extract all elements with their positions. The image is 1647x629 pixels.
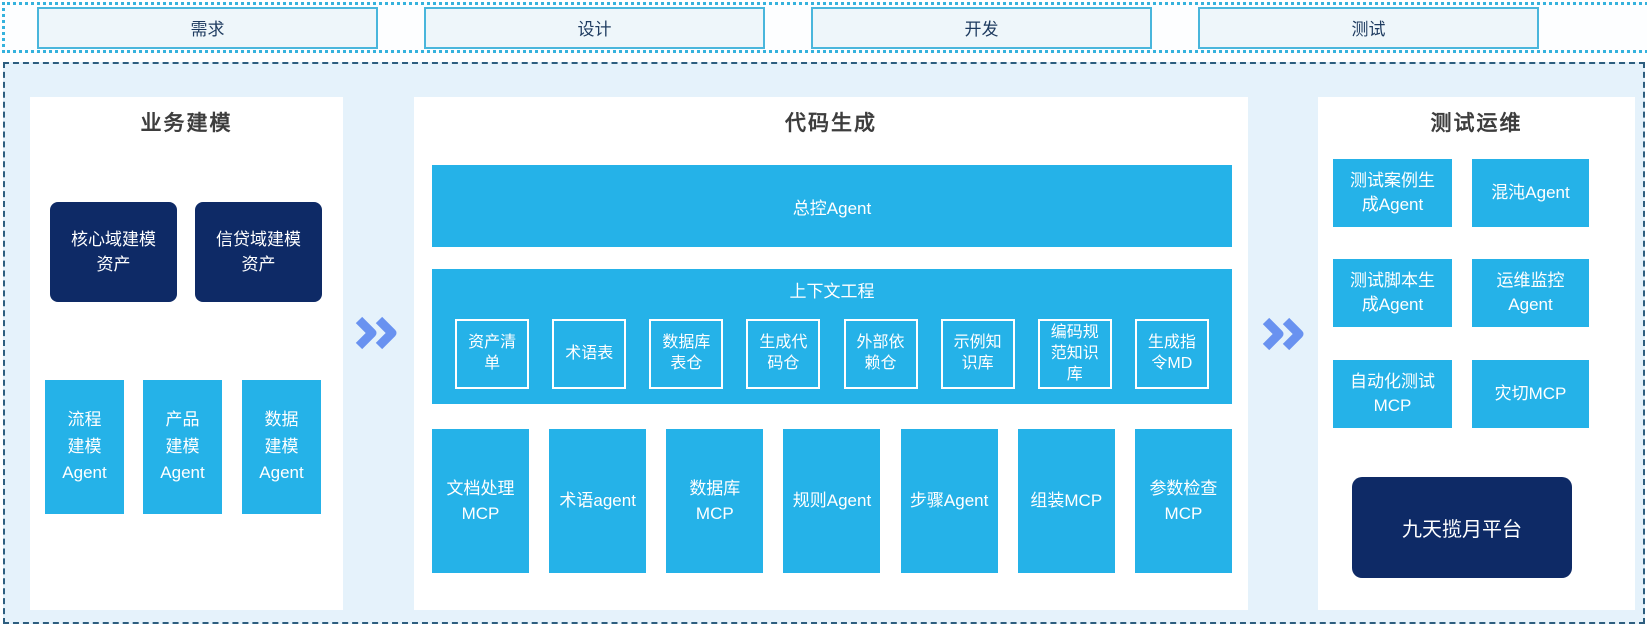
box-disaster-switch-mcp: 灾切MCP (1472, 360, 1589, 428)
box-parameter-check-mcp: 参数检查 MCP (1134, 429, 1232, 573)
box-master-control-agent: 总控Agent (432, 165, 1232, 247)
box-credit-domain-modeling-assets: 信贷域建模 资产 (195, 202, 322, 302)
box-rule-agent: 规则Agent (783, 429, 881, 573)
flow-chevron-icon (355, 316, 397, 350)
phase-box-design: 设计 (424, 6, 765, 49)
box-ops-monitoring-agent: 运维监控 Agent (1472, 259, 1589, 327)
panel-test-ops: 测试运维 测试案例生 成Agent 混沌Agent 测试脚本生 成Agent 运… (1318, 97, 1635, 610)
box-glossary-agent: 术语agent (549, 429, 647, 573)
main-container: 业务建模 核心域建模 资产 信贷域建模 资产 流程 建模 Agent 产品 建模… (3, 62, 1645, 624)
box-context-engineering: 上下文工程 资产清 单 术语表 数据库 表仓 生成代 码仓 外部依 赖仓 示例知… (432, 269, 1232, 404)
box-chaos-agent: 混沌Agent (1472, 159, 1589, 227)
box-test-case-generation-agent: 测试案例生 成Agent (1333, 159, 1452, 227)
box-document-processing-mcp: 文档处理 MCP (432, 429, 529, 573)
box-database-table-repo: 数据库 表仓 (649, 319, 724, 390)
panel-title-test-ops: 测试运维 (1430, 112, 1523, 135)
box-database-mcp: 数据库 MCP (666, 429, 764, 573)
box-test-script-generation-agent: 测试脚本生 成Agent (1333, 259, 1452, 327)
box-automated-testing-mcp: 自动化测试 MCP (1333, 360, 1452, 428)
box-core-domain-modeling-assets: 核心域建模 资产 (50, 202, 177, 302)
phase-box-requirements: 需求 (37, 6, 378, 49)
box-data-modeling-agent: 数据 建模 Agent (242, 380, 321, 514)
box-step-agent: 步骤Agent (900, 429, 998, 573)
box-assembly-mcp: 组装MCP (1017, 429, 1115, 573)
flow-chevron-icon (1262, 317, 1304, 351)
box-asset-list: 资产清 单 (455, 319, 530, 390)
box-process-modeling-agent: 流程 建模 Agent (45, 380, 124, 514)
panel-business-modeling: 业务建模 核心域建模 资产 信贷域建模 资产 流程 建模 Agent 产品 建模… (30, 97, 343, 610)
box-external-dependency-repo: 外部依 赖仓 (843, 319, 918, 390)
box-glossary: 术语表 (552, 319, 627, 390)
panel-title-business-modeling: 业务建模 (140, 112, 233, 135)
context-engineering-items: 资产清 单 术语表 数据库 表仓 生成代 码仓 外部依 赖仓 示例知 识库 编码… (432, 319, 1232, 390)
box-example-knowledge-base: 示例知 识库 (940, 319, 1015, 390)
box-generation-instruction-md: 生成指 令MD (1134, 319, 1209, 390)
phase-strip: 需求 设计 开发 测试 (2, 2, 1647, 53)
phase-box-testing: 测试 (1198, 6, 1539, 49)
panel-title-code-generation: 代码生成 (785, 112, 877, 135)
phase-box-development: 开发 (811, 6, 1152, 49)
box-generated-code-repo: 生成代 码仓 (746, 319, 821, 390)
box-product-modeling-agent: 产品 建模 Agent (143, 380, 222, 514)
box-jiutian-lanyue-platform: 九天揽月平台 (1352, 477, 1572, 578)
code-generation-tools-row: 文档处理 MCP 术语agent 数据库 MCP 规则Agent 步骤Agent… (432, 429, 1232, 573)
context-engineering-title: 上下文工程 (789, 282, 875, 301)
box-coding-standard-knowledge-base: 编码规 范知识 库 (1037, 319, 1112, 390)
panel-code-generation: 代码生成 总控Agent 上下文工程 资产清 单 术语表 数据库 表仓 生成代 … (414, 97, 1248, 610)
